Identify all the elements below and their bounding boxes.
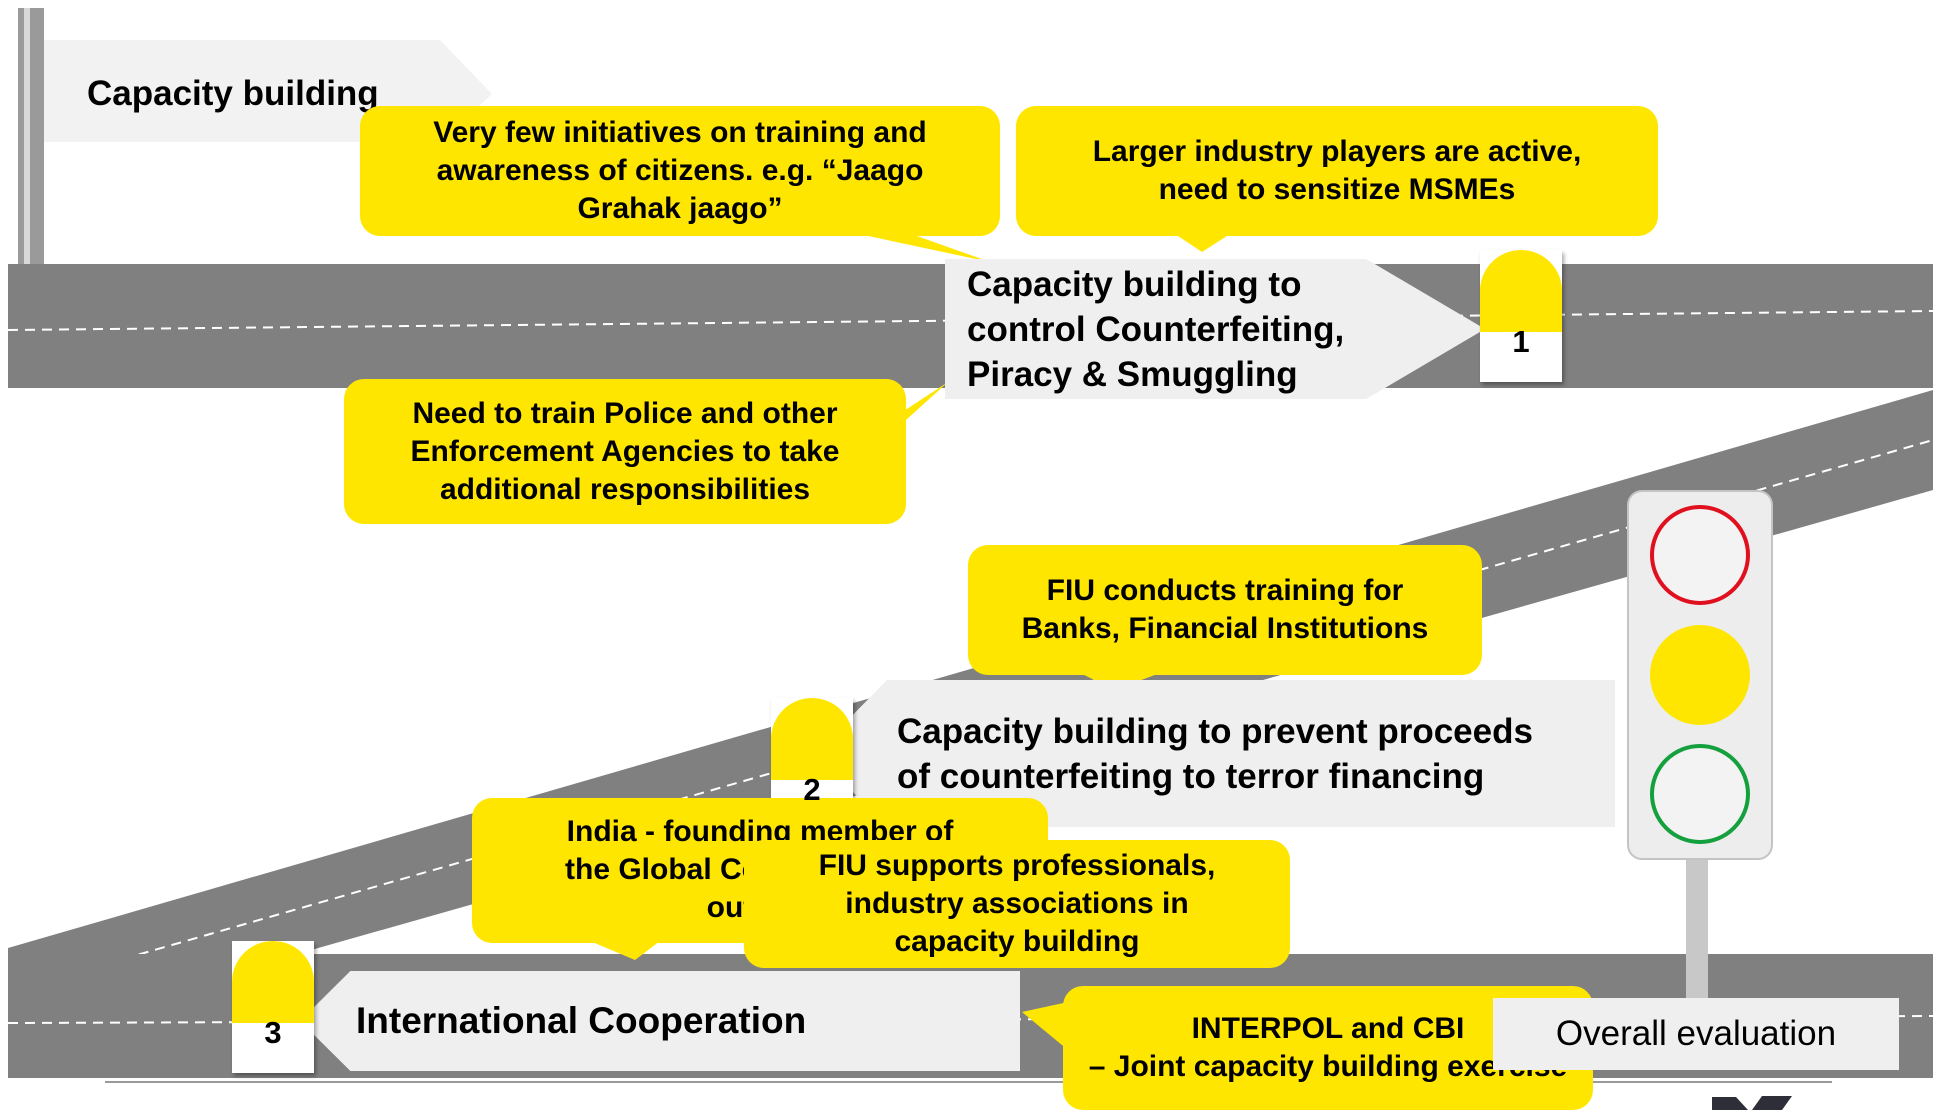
green-lamp	[1650, 744, 1750, 844]
callout-citizen-training: Very few initiatives on training and awa…	[360, 106, 1000, 236]
callout-line: Grahak jaago”	[577, 192, 783, 225]
red-lamp	[1650, 505, 1750, 605]
milestone-number: 1	[1512, 324, 1530, 359]
road-1-label-line: control Counterfeiting,	[967, 309, 1345, 349]
milestone-number: 3	[264, 1015, 282, 1050]
road-1-label-line: Capacity building to	[967, 264, 1302, 304]
callout-line: industry associations in	[845, 887, 1189, 920]
callout-line: Need to train Police and other	[412, 396, 838, 430]
signal-pole	[1686, 858, 1708, 1002]
road-1-label: Capacity building to control Counterfeit…	[945, 259, 1485, 399]
road-3-label: International Cooperation	[300, 971, 1020, 1071]
logo-fragment	[1712, 1097, 1748, 1110]
callout-line: FIU supports professionals,	[818, 849, 1216, 882]
callout-line: need to sensitize MSMEs	[1158, 173, 1516, 206]
callout-line: Very few initiatives on training and	[433, 116, 927, 149]
road-2-lane	[7, 439, 1933, 993]
road-2-label-line: of counterfeiting to terror financing	[897, 756, 1485, 796]
callout-line: capacity building	[894, 925, 1140, 958]
pointer-training	[840, 230, 990, 262]
milestone-marker-1: 1	[1480, 250, 1562, 382]
road-2-label-line: Capacity building to prevent proceeds	[897, 711, 1533, 751]
callout-line: – Joint capacity building exercise	[1088, 1050, 1568, 1083]
callout-line: FIU conducts training for	[1046, 574, 1404, 607]
pointer-msme	[1175, 234, 1230, 252]
callout-line: INTERPOL and CBI	[1191, 1012, 1465, 1045]
logo-fragment-2	[1752, 1096, 1792, 1110]
road-1-label-line: Piracy & Smuggling	[967, 354, 1298, 394]
callout-line: Banks, Financial Institutions	[1021, 612, 1429, 645]
callout-police-training: Need to train Police and other Enforceme…	[344, 379, 906, 524]
callout-line: Larger industry players are active,	[1092, 135, 1582, 168]
road-1-lane	[7, 310, 1933, 331]
milestone-number: 2	[803, 772, 821, 807]
callout-msme: Larger industry players are active, need…	[1016, 106, 1658, 236]
callout-fiu-banks: FIU conducts training for Banks, Financi…	[968, 545, 1482, 675]
pointer-india	[590, 941, 660, 960]
road-2-label: Capacity building to prevent proceeds of…	[815, 680, 1615, 827]
overall-evaluation-label: Overall evaluation	[1493, 998, 1899, 1070]
callout-line: awareness of citizens. e.g. “Jaago	[436, 154, 924, 187]
milestone-marker-3: 3	[232, 941, 314, 1073]
page-heading: Capacity building	[87, 74, 379, 113]
callout-line: Enforcement Agencies to take	[410, 434, 840, 468]
callout-fiu-professionals: FIU supports professionals, industry ass…	[744, 840, 1290, 968]
yellow-lamp	[1650, 625, 1750, 725]
callout-line: additional responsibilities	[439, 472, 811, 506]
flag-pole-highlight	[24, 8, 30, 385]
road-3-label-line: International Cooperation	[356, 1000, 807, 1041]
pointer-interpol	[1022, 1002, 1068, 1050]
